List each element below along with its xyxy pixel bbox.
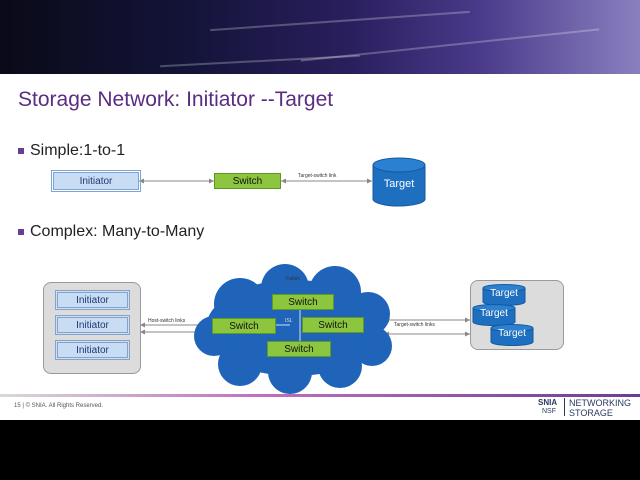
slide: Storage Network: Initiator --Target Simp… — [0, 74, 640, 420]
target-switch-link-label: Target-switch link — [298, 173, 337, 179]
complex-initiator: Initiator — [55, 315, 130, 335]
simple-initiator: Initiator — [51, 170, 141, 192]
fabric-label: Fabric — [286, 276, 300, 282]
bottom-letterbox — [0, 420, 640, 480]
slide-title: Storage Network: Initiator --Target — [18, 88, 334, 111]
logo-storage: STORAGE — [569, 408, 613, 418]
snia-logo: SNIA — [538, 398, 558, 407]
fabric-switch: Switch — [267, 341, 331, 357]
target-cylinder-icon — [490, 324, 534, 346]
footer-divider — [0, 394, 640, 397]
bullet-simple: Simple:1-to-1 — [18, 142, 125, 160]
complex-target-label: Target — [498, 328, 526, 339]
bullet-icon — [18, 228, 24, 235]
fabric-switch: Switch — [272, 294, 334, 310]
simple-target-label: Target — [383, 178, 415, 190]
bullet-complex: Complex: Many-to-Many — [18, 223, 204, 241]
isl-label: ISL — [285, 318, 293, 324]
fabric-switch: Switch — [302, 317, 364, 333]
complex-initiator: Initiator — [55, 340, 130, 360]
bullet-icon — [18, 147, 24, 154]
simple-target-cylinder — [372, 157, 426, 207]
header-banner — [0, 0, 640, 74]
complex-target-label: Target — [490, 288, 518, 299]
complex-initiator: Initiator — [55, 290, 130, 310]
target-switch-links-label: Target-switch links — [394, 322, 435, 328]
logo-networking: NETWORKING — [569, 398, 631, 408]
logo-divider — [564, 398, 565, 416]
target-cylinder-icon — [482, 284, 526, 306]
snia-nsf-text: NSF — [542, 408, 556, 415]
fabric-switch: Switch — [212, 318, 276, 334]
complex-target-label: Target — [480, 308, 508, 319]
simple-switch: Switch — [214, 173, 281, 189]
footer-copyright: 15 | © SNIA. All Rights Reserved. — [14, 403, 104, 409]
host-switch-links-label: Host-switch links — [148, 318, 186, 324]
target-cylinder-icon — [472, 304, 516, 326]
